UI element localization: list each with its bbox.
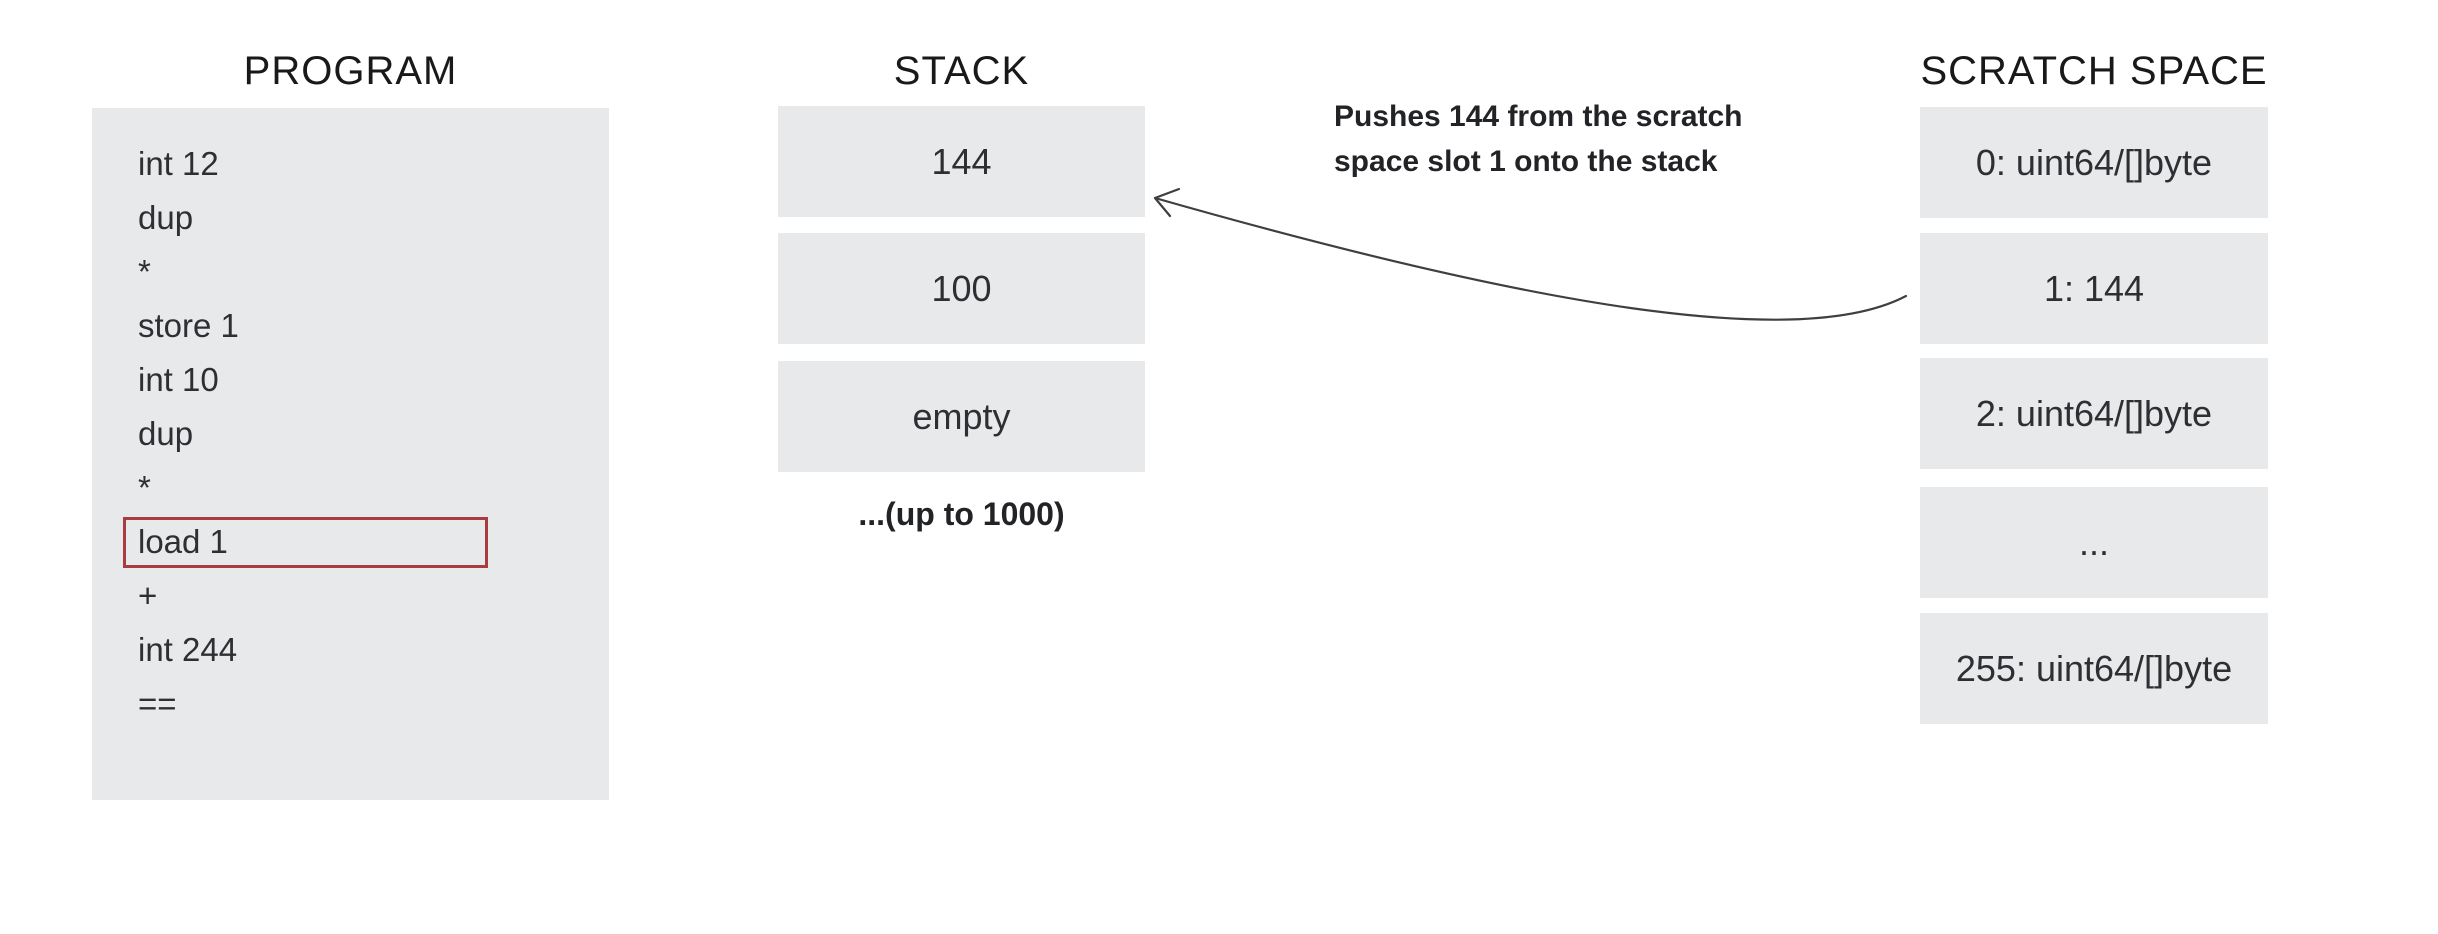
program-instruction: int 12 [138, 145, 219, 182]
current-instruction-outline [123, 517, 488, 568]
program-instruction-current: load 1 [138, 523, 228, 560]
program-instruction: int 244 [138, 631, 238, 668]
push-annotation: Pushes 144 from the scratch space slot 1… [1334, 94, 1743, 184]
scratch-slot-255: 255: uint64/[]byte [1920, 613, 2268, 724]
scratch-space-title: SCRATCH SPACE [1920, 49, 2268, 93]
program-instruction: int 10 [138, 361, 219, 398]
push-annotation-line1: Pushes 144 from the scratch [1334, 100, 1743, 133]
stack-slot-top: 144 [778, 106, 1145, 217]
stack-slot: 100 [778, 233, 1145, 344]
stack-capacity-note: ...(up to 1000) [858, 496, 1065, 532]
scratch-slot-0: 0: uint64/[]byte [1920, 107, 2268, 218]
stack-slot: empty [778, 361, 1145, 472]
scratch-slot-ellipsis: ... [1920, 487, 2268, 598]
program-instruction: * [138, 253, 151, 290]
program-instruction: * [138, 469, 151, 506]
program-box: int 12 dup * store 1 int 10 dup * load 1… [92, 108, 609, 800]
program-instruction: dup [138, 415, 194, 452]
scratch-slot-1: 1: 144 [1920, 233, 2268, 344]
program-title: PROGRAM [243, 49, 458, 93]
program-instruction: dup [138, 199, 194, 236]
scratch-slot-2: 2: uint64/[]byte [1920, 358, 2268, 469]
program-instruction: + [138, 577, 158, 614]
program-instruction: == [138, 685, 177, 722]
program-instruction: store 1 [138, 307, 239, 344]
push-annotation-line2: space slot 1 onto the stack [1334, 145, 1718, 178]
stack-title: STACK [893, 49, 1030, 93]
